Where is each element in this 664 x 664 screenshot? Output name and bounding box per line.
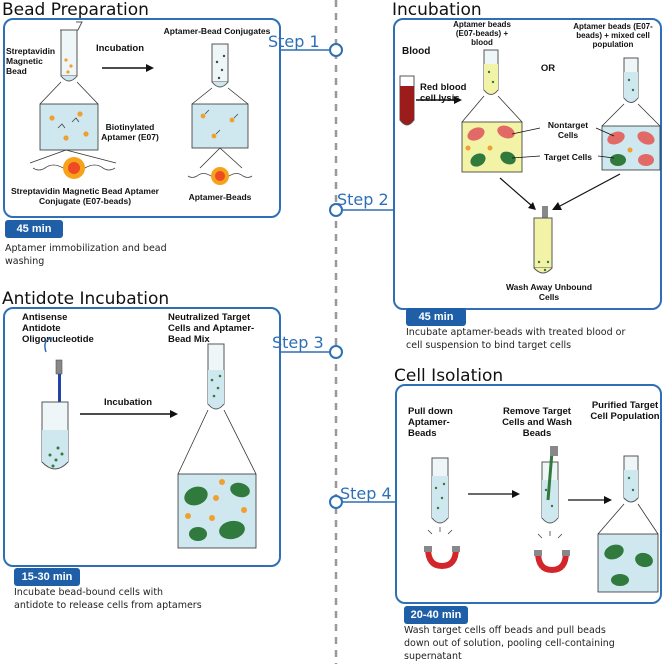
incubation-time: 45 min bbox=[406, 308, 466, 326]
antidote-time: 15-30 min bbox=[14, 568, 80, 586]
antidote-desc: Incubate bead-bound cells with antidote … bbox=[14, 587, 202, 611]
isolation-time: 20-40 min bbox=[404, 606, 468, 624]
step-3-connector bbox=[281, 345, 343, 359]
streptavidin-bead-label: Streptavidin Magnetic Bead bbox=[6, 46, 56, 76]
bead-prep-illustration bbox=[29, 21, 253, 185]
pull-down-label: Pull down Aptamer-Beads bbox=[408, 406, 453, 439]
blood-label: Blood bbox=[402, 46, 431, 57]
or-label: OR bbox=[540, 63, 556, 74]
rbc-lysis-label: Red blood cell lysis bbox=[420, 82, 467, 104]
isolation-desc: Wash target cells off beads and pull bea… bbox=[404, 625, 615, 662]
step-1-connector bbox=[281, 43, 343, 57]
neutralized-label: Neutralized Target Cells and Aptamer-Bea… bbox=[168, 312, 255, 345]
bead-prep-title: Bead Preparation bbox=[2, 0, 149, 20]
incubation-desc: Incubate aptamer-beads with treated bloo… bbox=[406, 327, 626, 351]
aptamer-mixed-label: Aptamer beads (E07-beads) + mixed cell p… bbox=[573, 22, 653, 49]
conjugates-label: Aptamer-Bead Conjugates bbox=[163, 26, 271, 36]
incubation-label-3: Incubation bbox=[103, 397, 153, 408]
bead-prep-time: 45 min bbox=[5, 220, 63, 238]
antidote-title: Antidote Incubation bbox=[2, 289, 170, 309]
isolation-title: Cell Isolation bbox=[394, 366, 504, 386]
incubation-title: Incubation bbox=[392, 0, 482, 20]
purified-label: Purified Target Cell Population bbox=[590, 400, 660, 422]
step-1-label: Step 1 bbox=[268, 32, 320, 51]
target-label: Target Cells bbox=[543, 152, 593, 162]
remove-label: Remove Target Cells and Wash Beads bbox=[502, 406, 572, 439]
aptamer-beads-label: Aptamer-Beads bbox=[188, 192, 252, 202]
incubation-label-1: Incubation bbox=[95, 43, 145, 54]
antisense-label: Antisense Antidote Oligonucleotide bbox=[22, 312, 94, 345]
tube-left bbox=[60, 21, 83, 82]
nontarget-label: Nontarget Cells bbox=[547, 120, 589, 140]
step-4-label: Step 4 bbox=[340, 484, 392, 503]
wash-away-label: Wash Away Unbound Cells bbox=[505, 282, 593, 302]
step-2-label: Step 2 bbox=[337, 190, 389, 209]
isolation-illustration bbox=[424, 446, 659, 593]
antidote-illustration bbox=[41, 337, 257, 549]
biotinylated-label: Biotinylated Aptamer (E07) bbox=[101, 122, 159, 142]
step-2-connector bbox=[329, 203, 393, 217]
aptamer-blood-label: Aptamer beads (E07-beads) + blood bbox=[453, 20, 511, 47]
conjugate-label: Streptavidin Magnetic Bead Aptamer Conju… bbox=[11, 186, 159, 206]
step-3-label: Step 3 bbox=[272, 333, 324, 352]
step-4-connector bbox=[329, 495, 395, 509]
incubation-illustration bbox=[399, 49, 661, 274]
bead-prep-desc: Aptamer immobilization and bead washing bbox=[5, 243, 167, 267]
